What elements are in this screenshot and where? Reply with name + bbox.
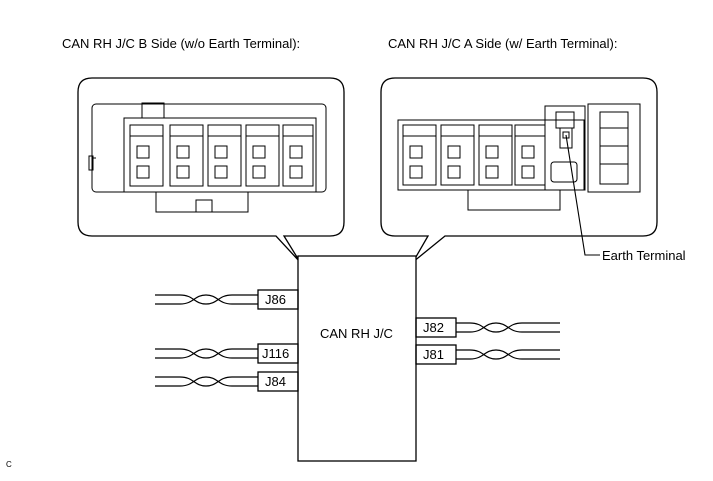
connector-box-j84 <box>257 371 299 392</box>
connector-label-j116: J116 <box>262 346 289 361</box>
center-box-label: CAN RH J/C <box>320 326 393 341</box>
connector-box-j82 <box>415 317 457 338</box>
connector-label-j86: J86 <box>265 292 286 307</box>
b-side-connector <box>88 102 327 213</box>
connector-label-j84: J84 <box>265 374 286 389</box>
a-side-connector <box>397 103 641 211</box>
twisted-pair-j81 <box>456 349 560 360</box>
connector-label-j81: J81 <box>423 347 444 362</box>
twisted-pair-j86 <box>155 294 258 305</box>
b-side-title: CAN RH J/C B Side (w/o Earth Terminal): <box>62 36 301 51</box>
twisted-pair-j116 <box>155 348 258 359</box>
corner-mark: C <box>6 460 12 469</box>
a-side-title: CAN RH J/C A Side (w/ Earth Terminal): <box>388 36 618 51</box>
earth-terminal-label: Earth Terminal <box>602 248 686 263</box>
connector-box-j81 <box>415 344 457 365</box>
center-junction-box <box>297 255 417 462</box>
twisted-pair-j82 <box>456 322 560 333</box>
connector-label-j82: J82 <box>423 320 444 335</box>
twisted-pair-j84 <box>155 376 258 387</box>
a-side-callout-bubble <box>380 77 658 263</box>
b-side-callout-bubble <box>77 77 345 263</box>
earth-terminal-leader <box>565 134 600 256</box>
connector-box-j86 <box>257 289 299 310</box>
connector-box-j116 <box>257 343 299 364</box>
